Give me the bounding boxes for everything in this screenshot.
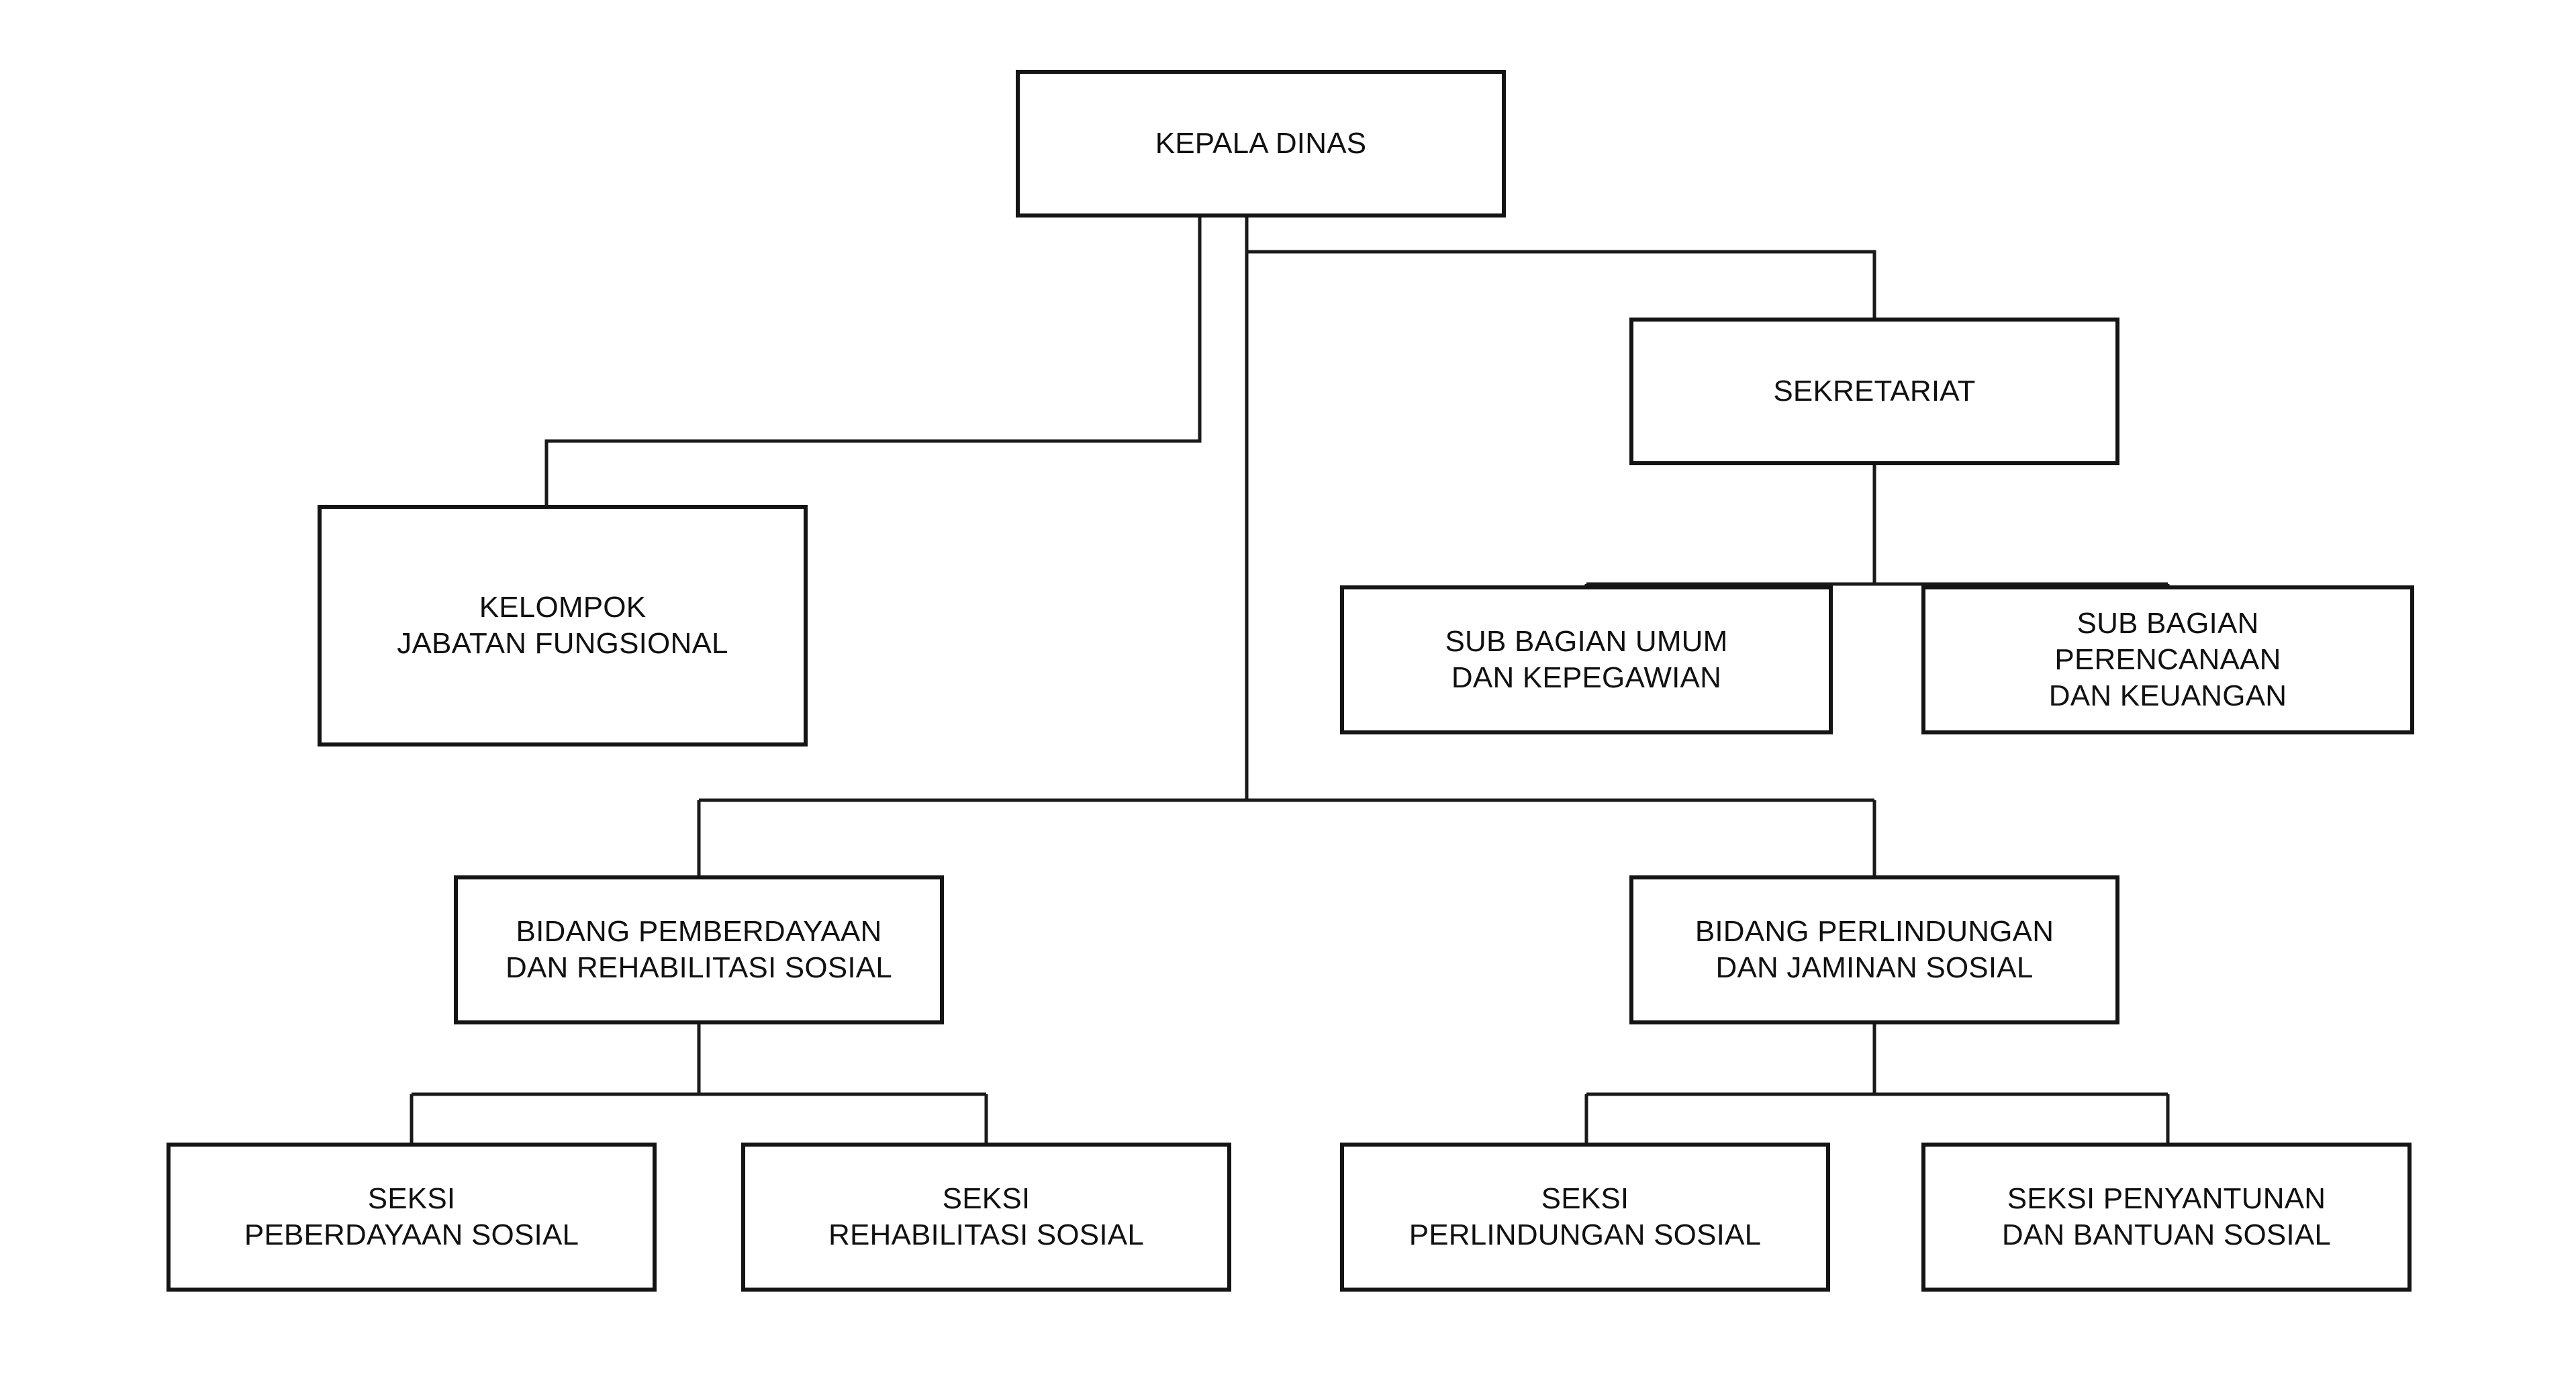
seksi-rehabilitasi-sosial-box-label: SEKSI REHABILITASI SOSIAL	[828, 1182, 1145, 1251]
seksi-peberdayaan-sosial-box[interactable]: SEKSI PEBERDAYAAN SOSIAL	[166, 1143, 657, 1292]
bidang-perlindungan-dan-jaminan-sosial-box-label: BIDANG PERLINDUNGAN DAN JAMINAN SOSIAL	[1695, 915, 2054, 984]
seksi-penyantunan-dan-bantuan-sosial-box[interactable]: SEKSI PENYANTUNAN DAN BANTUAN SOSIAL	[1921, 1143, 2412, 1292]
kepala-dinas-box[interactable]: KEPALA DINAS	[1016, 70, 1506, 218]
bidang-perlindungan-dan-jaminan-sosial-box[interactable]: BIDANG PERLINDUNGAN DAN JAMINAN SOSIAL	[1629, 875, 2119, 1024]
sub-bagian-umum-dan-kepegawian-box[interactable]: SUB BAGIAN UMUM DAN KEPEGAWIAN	[1340, 585, 1833, 734]
kelompok-jabatan-fungsional-box-label: KELOMPOK JABATAN FUNGSIONAL	[397, 591, 728, 660]
bidang-pemberdayaan-dan-rehabilitasi-sosial-box-label: BIDANG PEMBERDAYAAN DAN REHABILITASI SOS…	[506, 915, 892, 984]
seksi-peberdayaan-sosial-box-label: SEKSI PEBERDAYAAN SOSIAL	[244, 1182, 579, 1251]
sekretariat-box-label: SEKRETARIAT	[1773, 375, 1976, 408]
seksi-perlindungan-sosial-box[interactable]: SEKSI PERLINDUNGAN SOSIAL	[1340, 1143, 1830, 1292]
seksi-penyantunan-dan-bantuan-sosial-box-label: SEKSI PENYANTUNAN DAN BANTUAN SOSIAL	[2001, 1182, 2332, 1251]
connector-kepala-dinas-to-kelompok-jabatan-fungsional	[544, 218, 1202, 505]
seksi-rehabilitasi-sosial-box[interactable]: SEKSI REHABILITASI SOSIAL	[741, 1143, 1231, 1292]
sub-bagian-umum-dan-kepegawian-box-label: SUB BAGIAN UMUM DAN KEPEGAWIAN	[1445, 625, 1728, 694]
seksi-perlindungan-sosial-box-label: SEKSI PERLINDUNGAN SOSIAL	[1409, 1182, 1762, 1251]
kepala-dinas-box-label: KEPALA DINAS	[1155, 127, 1367, 160]
connector-kepala-dinas-to-sekretariat	[1245, 218, 1876, 318]
sekretariat-box[interactable]: SEKRETARIAT	[1629, 318, 2119, 465]
sub-bagian-perencanaan-dan-keuangan-box[interactable]: SUB BAGIAN PERENCANAAN DAN KEUANGAN	[1921, 585, 2414, 734]
kelompok-jabatan-fungsional-box[interactable]: KELOMPOK JABATAN FUNGSIONAL	[318, 505, 808, 746]
sub-bagian-perencanaan-dan-keuangan-box-label: SUB BAGIAN PERENCANAAN DAN KEUANGAN	[2048, 607, 2287, 712]
bidang-pemberdayaan-dan-rehabilitasi-sosial-box[interactable]: BIDANG PEMBERDAYAAN DAN REHABILITASI SOS…	[454, 875, 944, 1024]
